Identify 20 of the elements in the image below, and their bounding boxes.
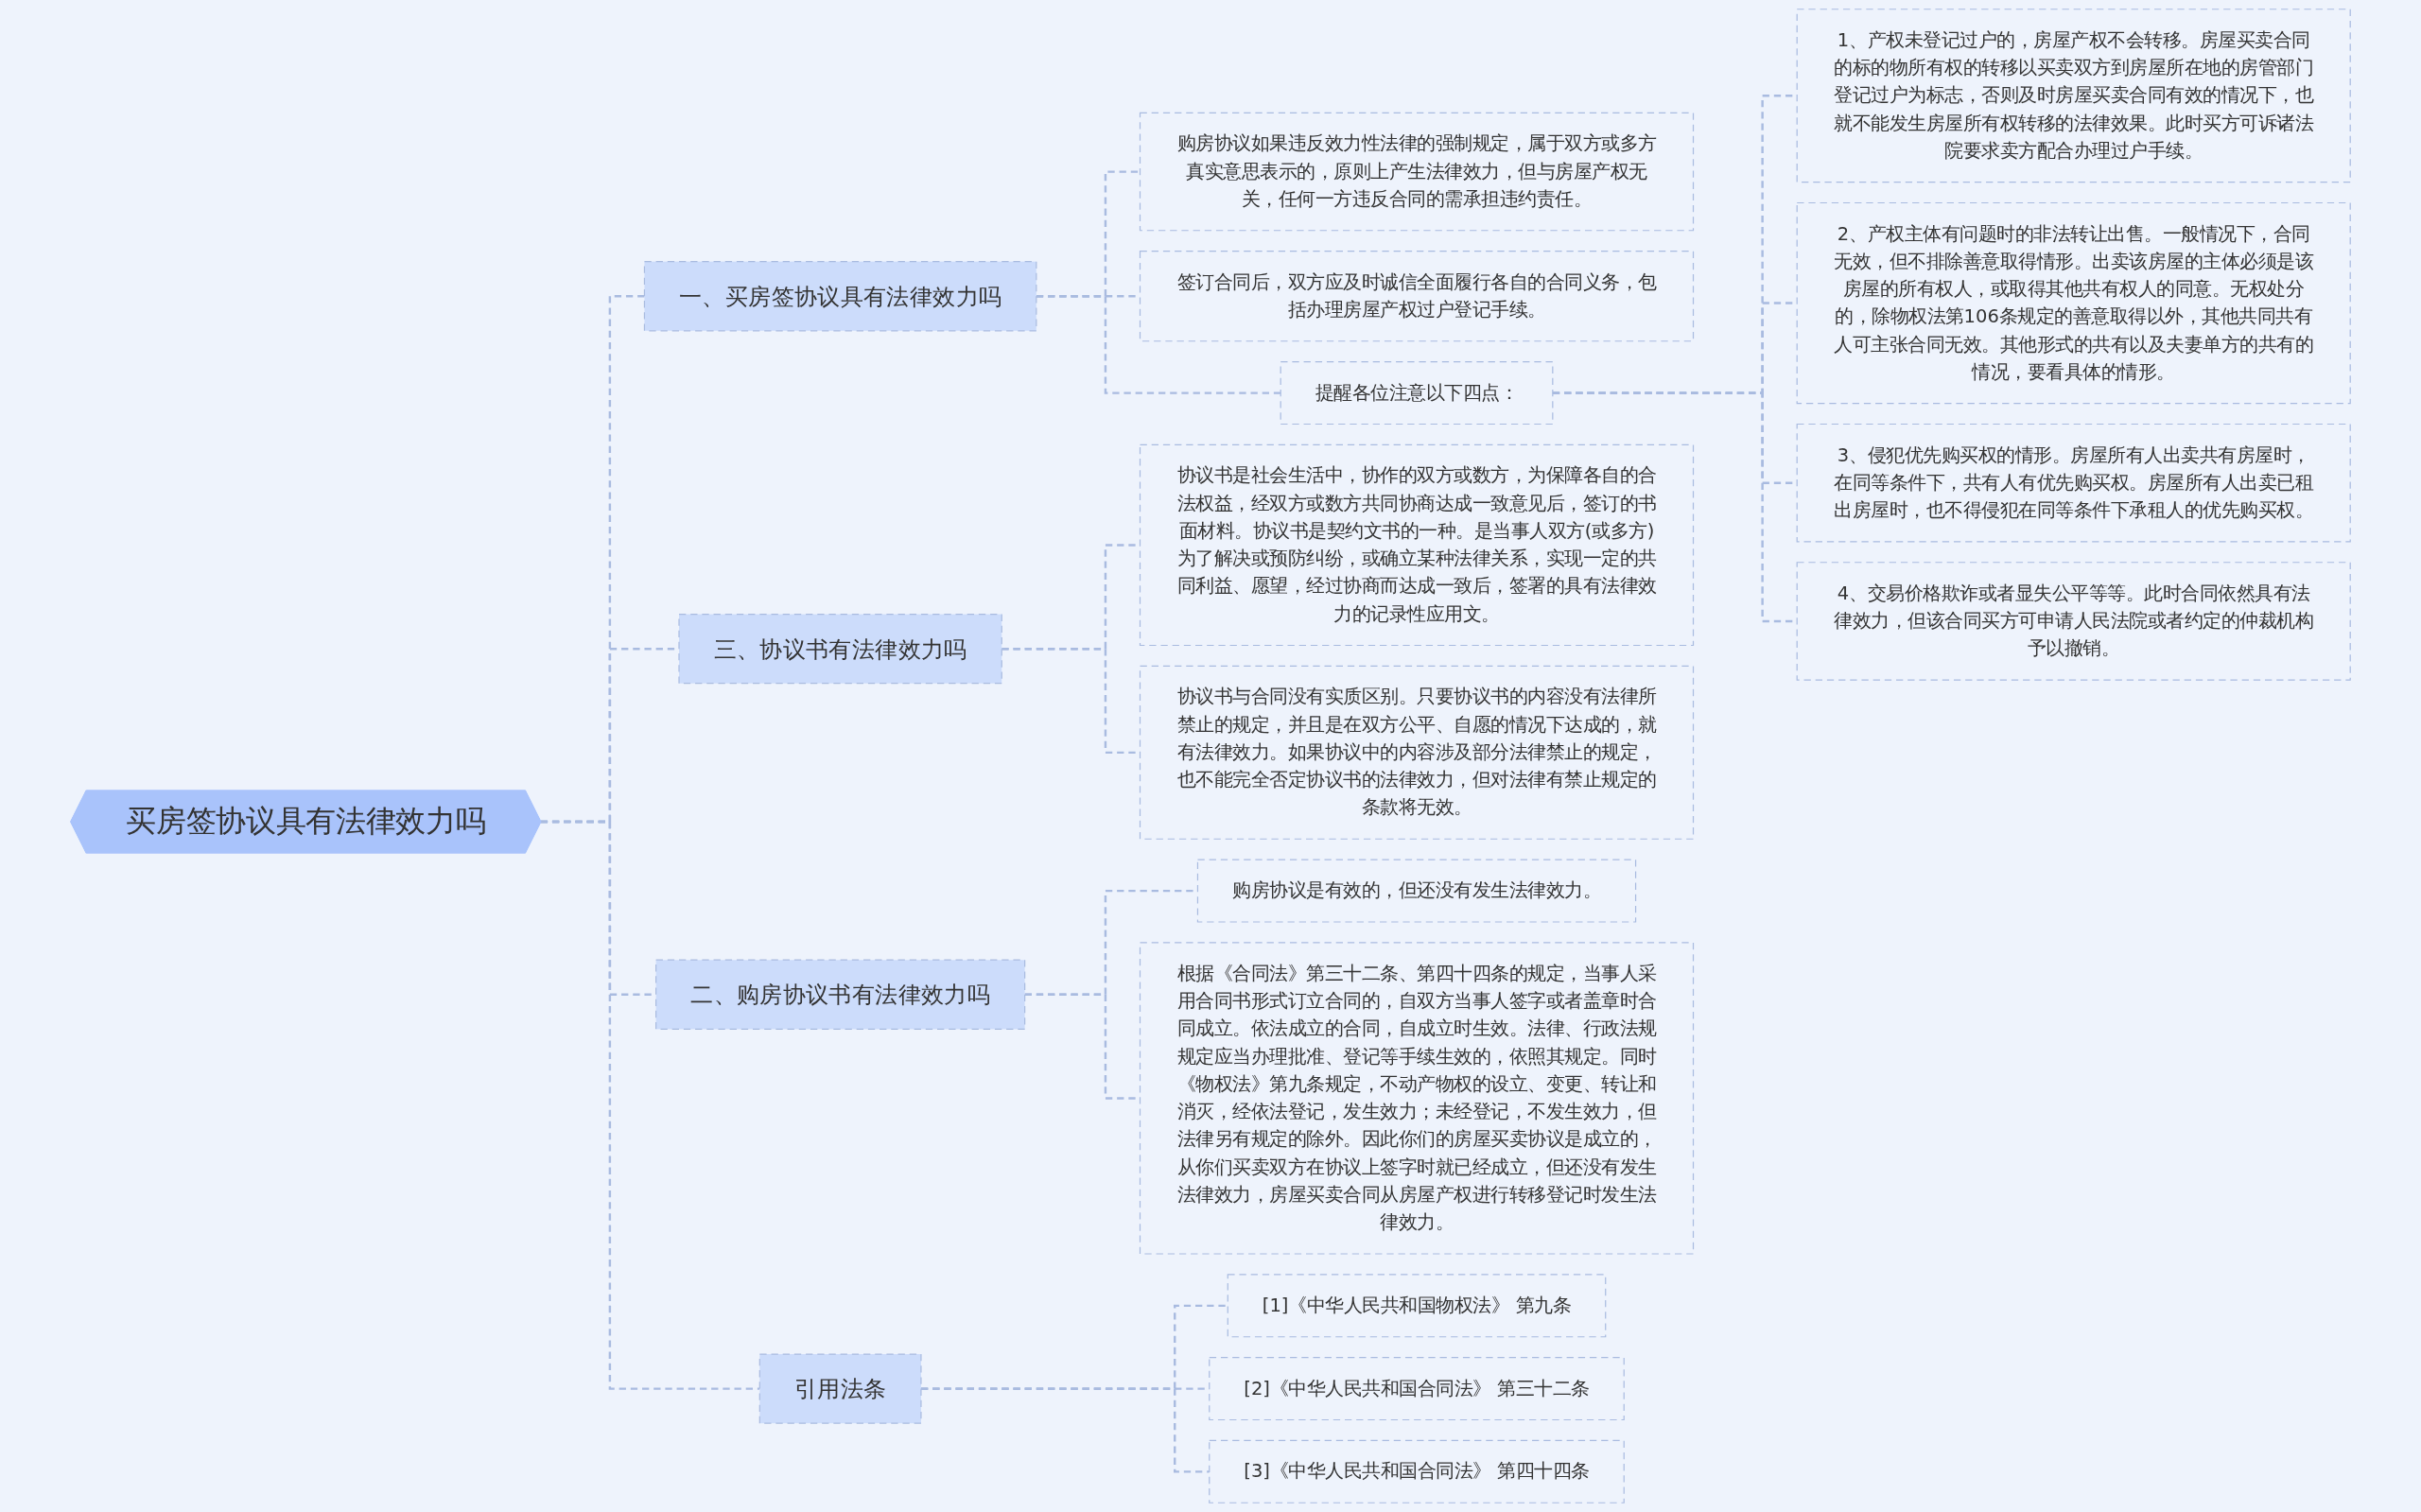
node-box: 3、侵犯优先购买权的情形。房屋所有人出卖共有房屋时，在同等条件下，共有人有优先购买权。房屋所有人出卖已租出房屋时，也不得侵犯在同等条件下承租人的优先购买权。 xyxy=(1796,423,2351,543)
node-box: 签订合同后，双方应及时诚信全面履行各自的合同义务，包括办理房屋产权过户登记手续。 xyxy=(1139,251,1695,342)
node-box: 一、买房签协议具有法律效力吗 xyxy=(643,261,1037,332)
node-box: 二、购房协议书有法律效力吗 xyxy=(655,959,1026,1030)
node-box: 购房协议是有效的，但还没有发生法律效力。 xyxy=(1196,859,1637,923)
connector xyxy=(1036,295,1281,394)
node-box: [1]《中华人民共和国物权法》 第九条 xyxy=(1227,1274,1607,1338)
node-box: 协议书是社会生活中，协作的双方或数方，为保障各自的合法权益，经双方或数方共同协商达成一致意见后，签订的书面材料。协议书是契约文书的一种。是当事人双方(或多方)为了解决或预防纠纷，或确立某种法律关系，实现一定的共同利益、愿望，经过协商而达成一致后，签署的具有法律效力的记录性应用文。 xyxy=(1139,443,1695,647)
node-box: 提醒各位注意以下四点： xyxy=(1280,361,1554,426)
node-box: 4、交易价格欺诈或者显失公平等等。此时合同依然具有法律效力，但该合同买方可申请人民法院或者约定的仲裁机构予以撤销。 xyxy=(1796,562,2351,681)
node-box: [2]《中华人民共和国合同法》 第三十二条 xyxy=(1209,1357,1625,1421)
node-box: 1、产权未登记过户的，房屋产权不会转移。房屋买卖合同的标的物所有权的转移以买卖双方到房屋所在地的房管部门登记过户为标志，否则及时房屋买卖合同有效的情况下，也就不能发生房屋所有权转移的法律效果。此时买方可诉诸法院要求卖方配合办理过户手续。 xyxy=(1796,9,2351,183)
connector xyxy=(540,820,760,1390)
node-box: 购房协议如果违反效力性法律的强制规定，属于双方或多方真实意思表示的，原则上产生法律效力，但与房屋产权无关，任何一方违反合同的需承担违约责任。 xyxy=(1139,112,1695,232)
node-box: [3]《中华人民共和国合同法》 第四十四条 xyxy=(1209,1439,1625,1503)
node-box: 2、产权主体有问题时的非法转让出售。一般情况下，合同无效，但不排除善意取得情形。出卖该房屋的主体必须是该房屋的所有权人，或取得其他共有权人的同意。无权处分的，除物权法第106条规定的善意取得以外，其他共同共有人可主张合同无效。其他形式的共有以及夫妻单方的共有的情况，要看具体的情形。 xyxy=(1796,201,2351,405)
node-box: 三、协议书有法律效力吗 xyxy=(678,614,1002,685)
node-box: 协议书与合同没有实质区别。只要协议书的内容没有法律所禁止的规定，并且是在双方公平、自愿的情况下达成的，就有法律效力。如果协议中的内容涉及部分法律禁止的规定，也不能完全否定协议书的法律效力，但对法律有禁止规定的条款将无效。 xyxy=(1139,665,1695,840)
node-box: 引用法条 xyxy=(758,1353,922,1424)
node-box: 根据《合同法》第三十二条、第四十四条的规定，当事人采用合同书形式订立合同的，自双方当事人签字或者盖章时合同成立。依法成立的合同，自成立时生效。法律、行政法规规定应当办理批准、登记等手续生效的，依照其规定。同时《物权法》第九条规定，不动产物权的设立、变更、转让和消灭，经依法登记，发生效力；未经登记，不发生效力，但法律另有规定的除外。因此你们的房屋买卖协议是成立的，从你们买卖双方在协议上签字时就已经成立，但还没有发生法律效力，房屋买卖合同从房屋产权进行转移登记时发生法律效力。 xyxy=(1139,942,1695,1255)
